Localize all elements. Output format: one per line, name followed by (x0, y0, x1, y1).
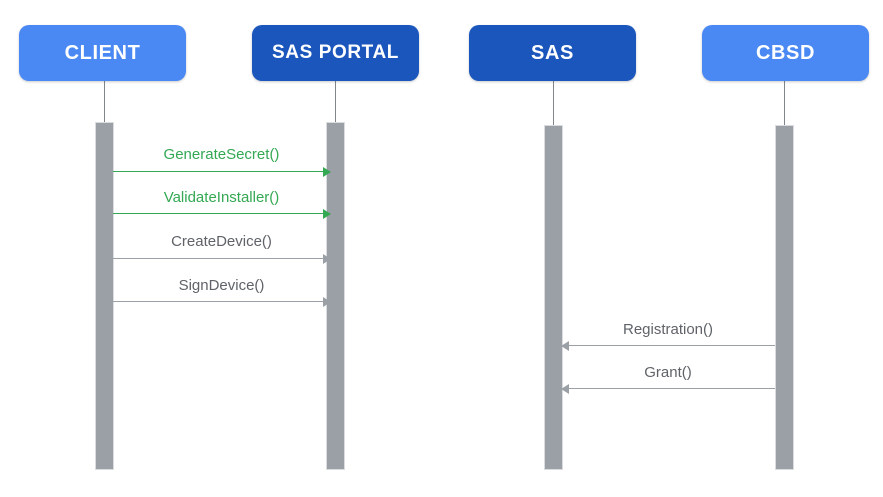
message-line-m6 (561, 388, 775, 389)
actor-label-sas: SAS (531, 41, 574, 64)
activation-bar-sas (544, 125, 563, 470)
message-label-m3: CreateDevice() (171, 233, 272, 250)
message-line-m4 (113, 301, 330, 302)
actor-box-cbsd[interactable]: CBSD (702, 25, 869, 81)
activation-bar-client (95, 122, 114, 470)
message-label-m5: Registration() (622, 321, 714, 338)
activation-bar-cbsd (775, 125, 794, 470)
actor-box-sas[interactable]: SAS (469, 25, 636, 81)
message-line-m3 (113, 258, 330, 259)
lifeline-sas-portal (335, 81, 336, 122)
message-arrowhead-m2 (323, 209, 331, 219)
message-arrowhead-m4 (323, 297, 331, 307)
message-arrowhead-m5 (561, 341, 569, 351)
actor-box-sas-portal[interactable]: SAS PORTAL (252, 25, 419, 81)
lifeline-client (104, 81, 105, 122)
actor-box-client[interactable]: CLIENT (19, 25, 186, 81)
message-label-m2: ValidateInstaller() (163, 189, 280, 206)
message-arrowhead-m1 (323, 167, 331, 177)
message-arrowhead-m6 (561, 384, 569, 394)
lifeline-cbsd (784, 81, 785, 125)
actor-label-sas-portal: SAS PORTAL (271, 42, 400, 63)
message-label-m4: SignDevice() (178, 277, 265, 294)
actor-label-cbsd: CBSD (755, 41, 816, 64)
message-line-m2 (113, 213, 330, 214)
message-line-m5 (561, 345, 775, 346)
actor-label-client: CLIENT (64, 41, 141, 64)
message-label-m1: GenerateSecret() (163, 146, 280, 163)
message-label-m6: Grant() (644, 364, 692, 381)
message-arrowhead-m3 (323, 254, 331, 264)
message-line-m1 (113, 171, 330, 172)
lifeline-sas (553, 81, 554, 125)
